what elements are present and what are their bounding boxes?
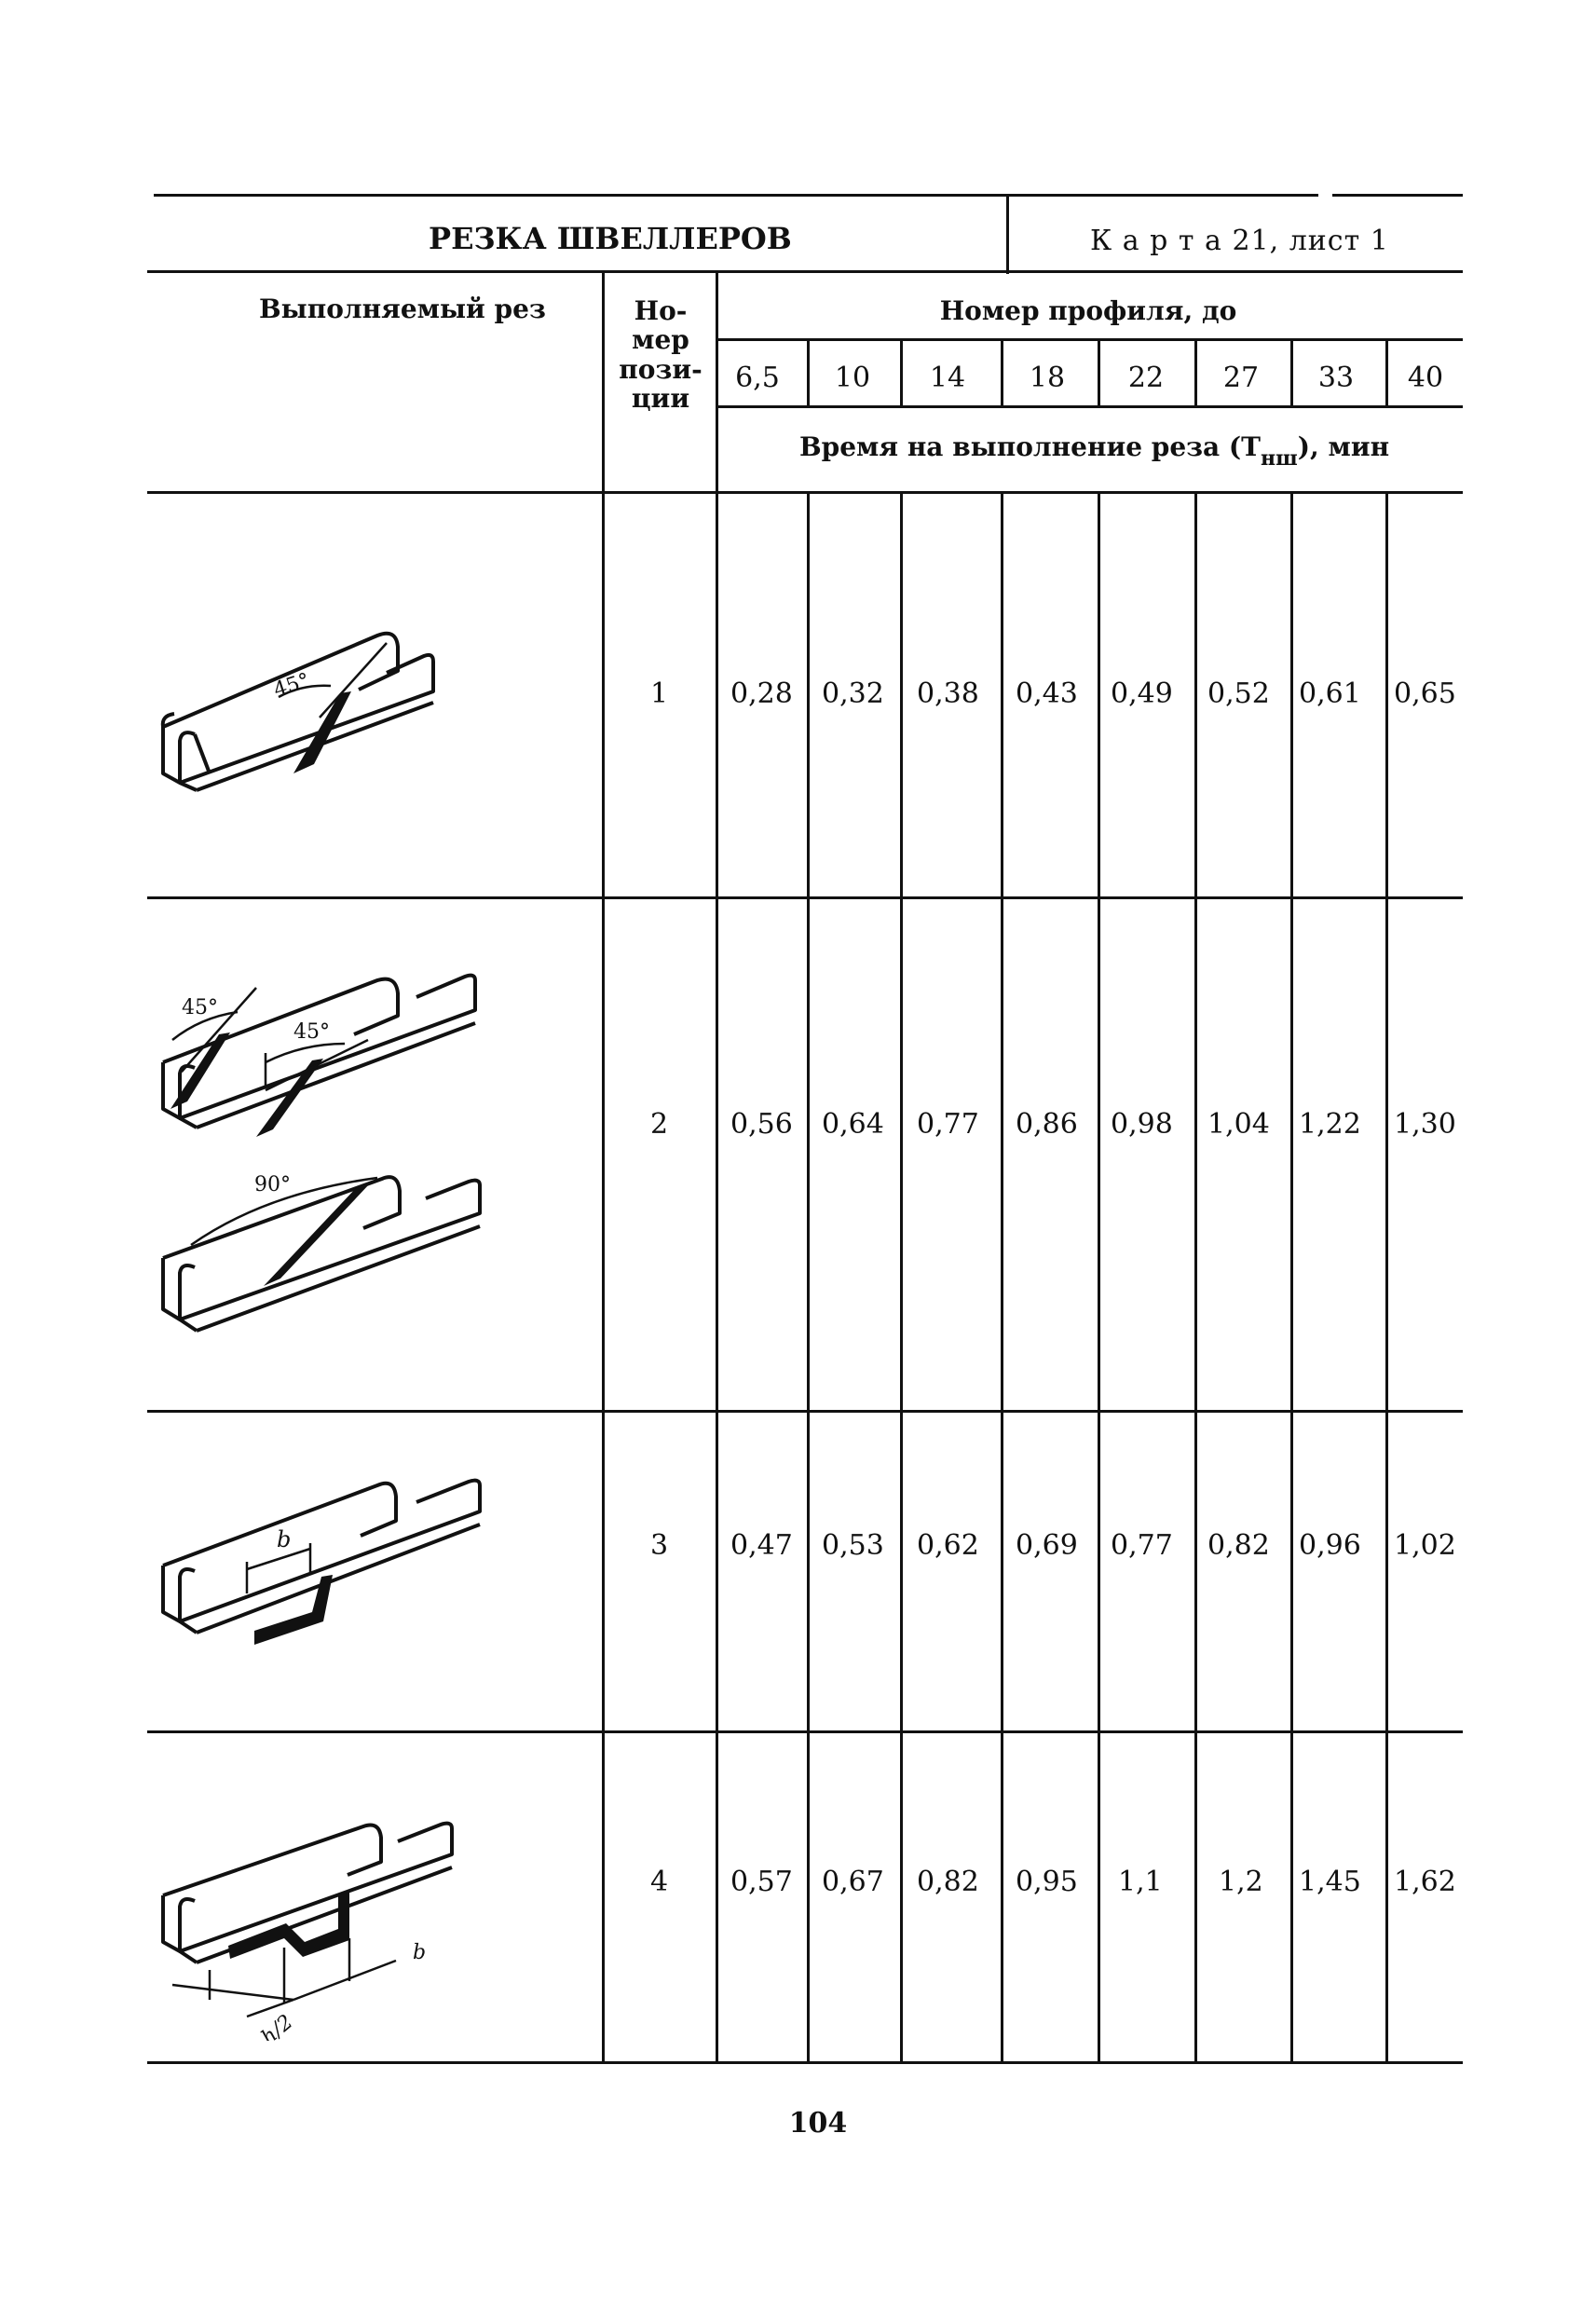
- position-number: 2: [650, 1108, 669, 1141]
- time-value: 0,56: [730, 1108, 793, 1141]
- angle-label: 45°: [271, 669, 313, 703]
- profile-number-header: Номер профиля, до: [939, 295, 1237, 326]
- time-value: 0,82: [1207, 1529, 1270, 1562]
- cut-column-header: Выполняемый рез: [259, 294, 546, 324]
- position-header-line-4: ции: [631, 383, 690, 415]
- dimension-label: b: [277, 1526, 291, 1552]
- time-value: 0,67: [822, 1866, 884, 1898]
- value-col-divider: [807, 491, 810, 2064]
- title-bottom-rule: [147, 270, 1463, 273]
- position-header-line-2: мер: [632, 324, 689, 356]
- time-value: 0,32: [822, 677, 884, 710]
- time-value: 1,1: [1118, 1866, 1163, 1898]
- time-value: 0,95: [1016, 1866, 1078, 1898]
- profile-label: 18: [1029, 362, 1066, 394]
- time-value: 1,04: [1207, 1108, 1270, 1141]
- col-divider-cut-pos: [602, 270, 605, 2064]
- channel-cut-45-icon: 45°: [154, 624, 480, 820]
- title-divider: [1006, 194, 1009, 274]
- time-value: 1,2: [1219, 1866, 1263, 1898]
- profile-label: 14: [929, 362, 966, 394]
- time-value: 0,65: [1394, 677, 1456, 710]
- angle-label: 90°: [254, 1173, 291, 1197]
- value-col-divider: [1098, 491, 1100, 2064]
- channel-cut-notch-b-icon: b: [154, 1472, 498, 1668]
- table-bottom-rule: [147, 2061, 1463, 2064]
- profile-divider: [1001, 338, 1003, 405]
- profile-label: 22: [1127, 362, 1165, 394]
- time-value: 0,98: [1111, 1108, 1173, 1141]
- profile-label: 40: [1407, 362, 1444, 394]
- time-value: 1,30: [1394, 1108, 1456, 1141]
- time-value: 0,86: [1016, 1108, 1078, 1141]
- profile-label: 10: [834, 362, 871, 394]
- profile-label: 6,5: [735, 362, 780, 394]
- page-number: 104: [788, 2107, 848, 2140]
- position-number: 4: [650, 1866, 669, 1898]
- top-rule-left: [154, 194, 1318, 197]
- position-column-header: Но- мер пози- ции: [606, 295, 716, 415]
- time-value: 0,28: [730, 677, 793, 710]
- time-header: Время на выполнение реза (Тнш), мин: [799, 431, 1390, 470]
- row-divider: [147, 1730, 1463, 1733]
- card-title: РЕЗКА ШВЕЛЛЕРОВ: [429, 221, 792, 256]
- angle-label: 45°: [182, 996, 218, 1019]
- value-col-divider: [1194, 491, 1197, 2064]
- angle-label: 45°: [293, 1020, 330, 1044]
- time-value: 0,53: [822, 1529, 884, 1562]
- position-header-line-3: пози-: [619, 353, 703, 385]
- channel-cut-double-45-and-90-icon: 45° 45° 90°: [154, 969, 498, 1361]
- header-bottom-rule: [147, 491, 1463, 494]
- time-value: 0,47: [730, 1529, 793, 1562]
- time-value: 0,61: [1299, 677, 1361, 710]
- row-divider: [147, 896, 1463, 899]
- profile-divider: [807, 338, 810, 405]
- top-rule-right: [1332, 194, 1463, 197]
- profile-divider: [1194, 338, 1197, 405]
- time-value: 0,82: [917, 1866, 979, 1898]
- channel-cut-notch-h2-b-icon: h/2 b: [154, 1817, 498, 2041]
- time-value: 0,96: [1299, 1529, 1361, 1562]
- profile-divider: [900, 338, 903, 405]
- time-header-subscript: нш: [1261, 446, 1298, 471]
- dimension-label: b: [413, 1941, 426, 1964]
- time-value: 0,77: [1111, 1529, 1173, 1562]
- profile-divider: [1385, 338, 1388, 405]
- time-header-end: ), мин: [1297, 431, 1390, 462]
- time-header-main: Время на выполнение реза (Т: [799, 431, 1262, 462]
- time-value: 1,45: [1299, 1866, 1361, 1898]
- value-col-divider: [1290, 491, 1293, 2064]
- time-value: 1,02: [1394, 1529, 1456, 1562]
- profile-labels-bottom-rule: [716, 405, 1463, 408]
- time-value: 0,38: [917, 677, 979, 710]
- time-value: 0,57: [730, 1866, 793, 1898]
- profile-divider: [1290, 338, 1293, 405]
- position-number: 3: [650, 1529, 669, 1562]
- time-value: 0,77: [917, 1108, 979, 1141]
- value-col-divider: [1385, 491, 1388, 2064]
- profile-label: 27: [1222, 362, 1260, 394]
- row-divider: [147, 1410, 1463, 1413]
- profile-label: 33: [1317, 362, 1355, 394]
- time-value: 0,49: [1111, 677, 1173, 710]
- value-col-divider: [1001, 491, 1003, 2064]
- time-value: 0,43: [1016, 677, 1078, 710]
- time-value: 1,62: [1394, 1866, 1456, 1898]
- col-divider-pos-values: [716, 270, 718, 2064]
- time-value: 0,62: [917, 1529, 979, 1562]
- time-value: 0,64: [822, 1108, 884, 1141]
- time-value: 0,52: [1207, 677, 1270, 710]
- profile-header-rule: [716, 338, 1463, 341]
- position-header-line-1: Но-: [634, 295, 688, 326]
- time-value: 1,22: [1299, 1108, 1361, 1141]
- value-col-divider: [900, 491, 903, 2064]
- position-number: 1: [650, 677, 669, 710]
- profile-divider: [1098, 338, 1100, 405]
- card-reference: К а р т а 21, лист 1: [1090, 225, 1389, 257]
- dimension-label: h/2: [257, 2011, 297, 2041]
- time-value: 0,69: [1016, 1529, 1078, 1562]
